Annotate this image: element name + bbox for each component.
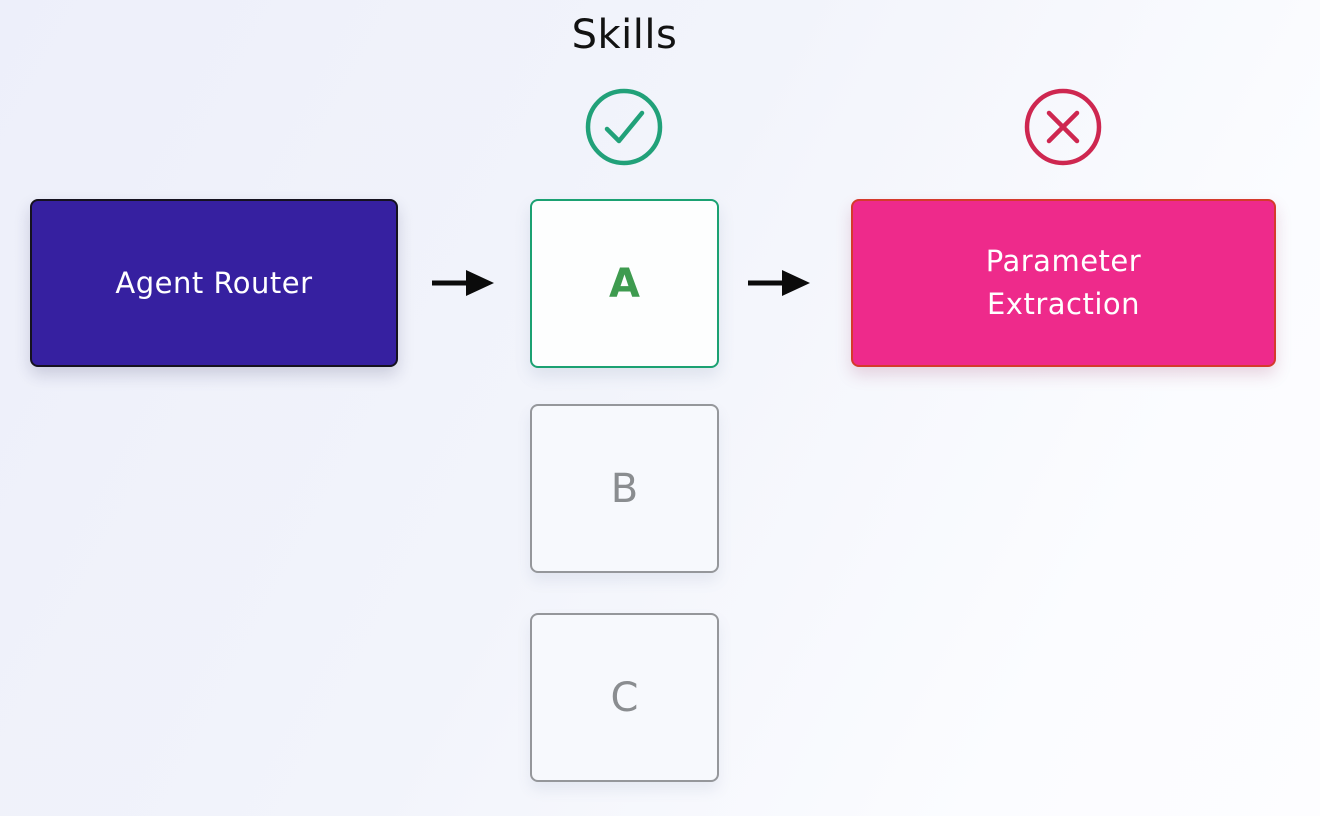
- parameter-extraction-node: Parameter Extraction: [851, 199, 1276, 367]
- parameter-extraction-label: Parameter Extraction: [985, 244, 1142, 321]
- skill-c-label: C: [610, 674, 639, 721]
- check-circle-icon: [585, 88, 663, 166]
- skill-box-a: A: [530, 199, 719, 368]
- arrow-right-icon: [748, 270, 810, 296]
- agent-router-label: Agent Router: [115, 266, 313, 300]
- x-circle-icon: [1024, 88, 1102, 166]
- skill-box-b: B: [530, 404, 719, 573]
- arrow-right-icon: [432, 270, 494, 296]
- agent-router-node: Agent Router: [30, 199, 398, 367]
- diagram-title: Skills: [571, 12, 678, 58]
- skill-box-c: C: [530, 613, 719, 782]
- skill-b-label: B: [610, 465, 639, 512]
- skill-a-label: A: [609, 260, 640, 307]
